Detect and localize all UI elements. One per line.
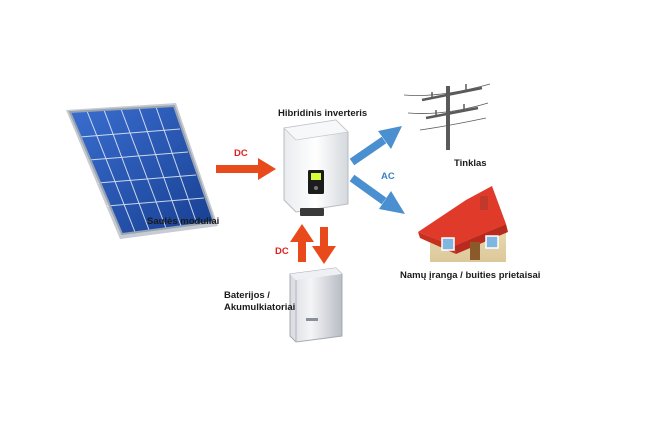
dc-label-top: DC bbox=[234, 148, 248, 159]
ac-arrow-to-grid bbox=[349, 126, 402, 166]
solar-panel-icon bbox=[66, 103, 218, 239]
battery-cabinet-icon bbox=[289, 267, 343, 343]
dc-arrow-battery-to-inverter bbox=[290, 224, 314, 262]
grid-label: Tinklas bbox=[454, 158, 487, 169]
inverter-icon bbox=[283, 119, 349, 216]
battery-label-line2: Akumulkiatoriai bbox=[224, 302, 296, 313]
dc-arrow-inverter-to-battery bbox=[312, 227, 336, 264]
dc-label-bottom: DC bbox=[275, 246, 289, 257]
power-pole-icon bbox=[403, 83, 491, 150]
battery-label-line1: Baterijos / bbox=[224, 290, 270, 301]
ac-arrow-to-home bbox=[349, 174, 405, 214]
home-label: Namų įranga / buities prietaisai bbox=[400, 270, 541, 281]
solar-label: Saulės moduliai bbox=[147, 216, 220, 227]
ac-label: AC bbox=[381, 171, 395, 182]
house-icon bbox=[418, 186, 508, 262]
dc-arrow-solar-to-inverter bbox=[216, 158, 276, 180]
inverter-label: Hibridinis inverteris bbox=[278, 108, 368, 119]
